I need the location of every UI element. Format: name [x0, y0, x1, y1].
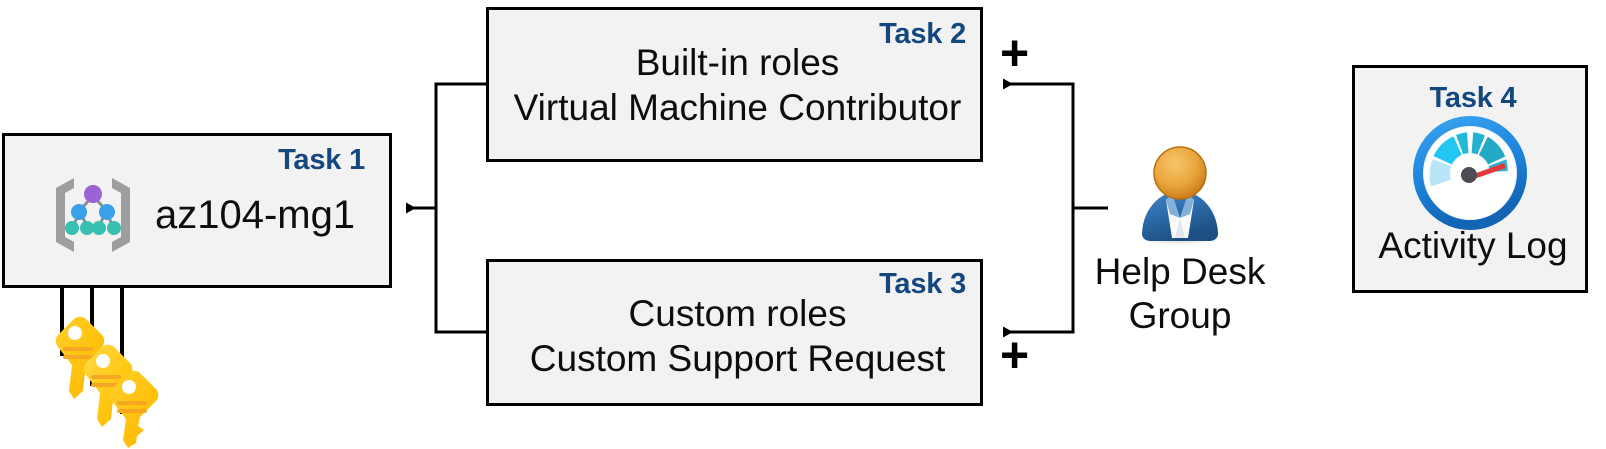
task-2-text: Built-in roles Virtual Machine Contribut…: [489, 40, 986, 130]
wire-roles-to-task1: [406, 82, 486, 334]
task-2-line-1: Built-in roles: [635, 42, 840, 83]
task-1-label: Task 1: [278, 144, 365, 176]
task-3-line-2: Custom Support Request: [529, 338, 946, 380]
task-2-box[interactable]: Task 2 Built-in roles Virtual Machine Co…: [486, 7, 983, 162]
task-3-label: Task 3: [879, 268, 966, 300]
keys-icon: [36, 306, 164, 449]
gauge-icon: [1412, 115, 1528, 236]
task-3-box[interactable]: Task 3 Custom roles Custom Support Reque…: [486, 259, 983, 406]
task-4-label: Task 4: [1429, 82, 1517, 114]
task-4-text: Activity Log: [1378, 225, 1568, 266]
plus-sign-bottom: +: [1000, 327, 1030, 383]
user-group-icon: [1140, 146, 1220, 245]
plus-sign-top: +: [1000, 25, 1030, 81]
key-1: [55, 316, 105, 399]
task-1-box[interactable]: Task 1 az104-mg1: [2, 133, 392, 288]
key-2: [83, 344, 133, 427]
task-2-label: Task 2: [879, 18, 966, 50]
key-3: [109, 370, 159, 448]
task-3-text: Custom roles Custom Support Request: [489, 291, 986, 381]
task-2-line-2: Virtual Machine Contributor: [513, 87, 962, 129]
task-3-line-1: Custom roles: [628, 293, 847, 334]
help-desk-group[interactable]: Help Desk Group: [1080, 138, 1280, 337]
management-group-icon: [48, 172, 138, 261]
task-1-text: az104-mg1: [155, 193, 356, 237]
help-desk-group-label: Help Desk Group: [1094, 251, 1266, 336]
